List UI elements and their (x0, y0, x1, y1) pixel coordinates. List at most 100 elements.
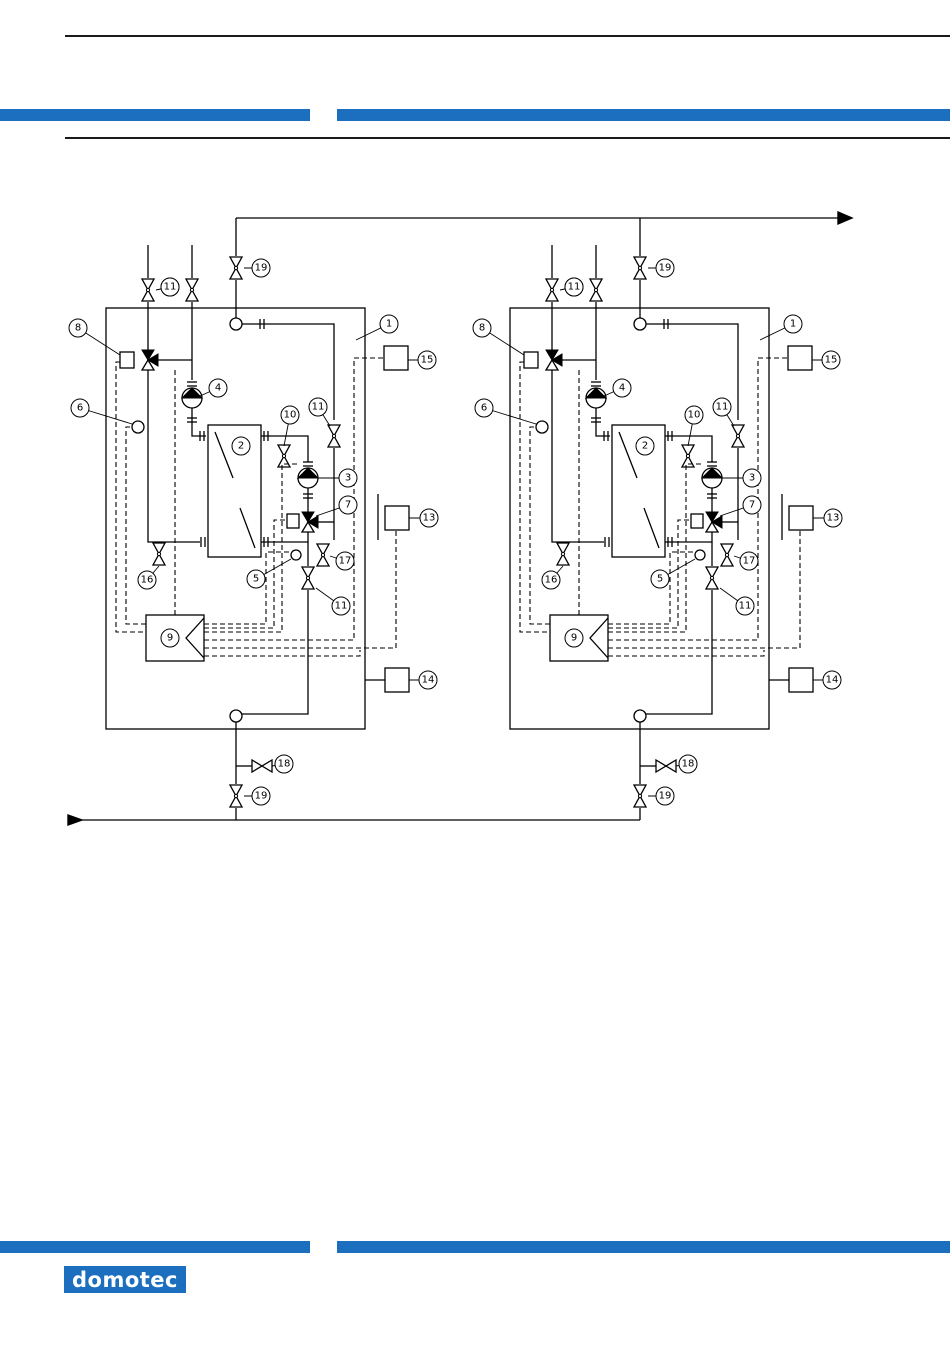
pump-impeller-icon (702, 468, 722, 478)
control-wire (608, 464, 702, 632)
callout-label: 7 (749, 500, 755, 511)
valve-stem-icon (710, 576, 713, 579)
safety-valve-icon (656, 760, 676, 772)
hx-diagonal (619, 432, 637, 478)
callout-label: 14 (826, 675, 839, 686)
callout-label: 18 (278, 759, 291, 770)
supply-port-icon (634, 318, 646, 330)
control-wire (608, 650, 764, 656)
callout-label: 19 (659, 263, 672, 274)
control-wire (530, 427, 550, 624)
callout-label: 19 (255, 263, 268, 274)
callout-label: 11 (335, 601, 348, 612)
module-box (384, 346, 408, 370)
return-port-icon (634, 710, 646, 722)
actuator-icon (287, 514, 299, 528)
flow-arrow-in-icon (68, 815, 82, 825)
temperature-sensor-icon (132, 421, 144, 433)
heat-pump-unit-right: 12345678910111111111314151617181919 (473, 218, 842, 820)
temperature-sensor-icon (536, 421, 548, 433)
valve-stem-icon (321, 553, 324, 556)
callout-label: 14 (422, 675, 435, 686)
shared-manifold (68, 212, 852, 825)
control-wire (116, 362, 146, 632)
heat-pump-unit-left: 12345678910111111111314151617181919 (69, 218, 438, 820)
callout-label: 6 (77, 403, 83, 414)
valve-stem-icon (638, 266, 641, 269)
callout-label: 4 (215, 383, 221, 394)
actuator-icon (120, 352, 134, 368)
callout-label: 19 (659, 791, 672, 802)
control-wire (204, 358, 384, 640)
pump-impeller-icon (298, 468, 318, 478)
callout-label: 16 (545, 575, 558, 586)
callout-label: 8 (479, 323, 485, 334)
pump-impeller-icon (182, 388, 202, 398)
valve-stem-icon (736, 434, 739, 437)
unit-enclosure (510, 308, 769, 729)
control-wire (204, 552, 290, 624)
valve-stem-icon (725, 553, 728, 556)
valve-stem-icon (638, 794, 641, 797)
control-wire (608, 552, 694, 624)
valve-stem-icon (306, 576, 309, 579)
control-wire (126, 427, 146, 624)
valve-stem-icon (594, 288, 597, 291)
callout-label: 16 (141, 575, 154, 586)
control-wire (608, 520, 691, 628)
valve-stem-icon (234, 794, 237, 797)
callout-label: 15 (825, 355, 838, 366)
supply-port-icon (230, 318, 242, 330)
callout-label: 3 (345, 473, 351, 484)
callout-label: 15 (421, 355, 434, 366)
controller-symbol-icon (186, 618, 204, 658)
callout-label: 8 (75, 323, 81, 334)
callout-label: 1 (790, 319, 796, 330)
safety-valve-icon (252, 760, 272, 772)
callout-label: 11 (312, 402, 325, 413)
valve-stem-icon (561, 552, 564, 555)
callout-label: 11 (716, 402, 729, 413)
control-wire (204, 650, 360, 656)
callout-label: 5 (657, 574, 663, 585)
callout-label: 11 (568, 282, 581, 293)
module-box (385, 506, 409, 530)
callout-label: 10 (284, 410, 297, 421)
callout-label: 6 (481, 403, 487, 414)
actuator-icon (524, 352, 538, 368)
control-wire (204, 464, 298, 632)
valve-stem-icon (550, 288, 553, 291)
control-wire (204, 530, 396, 648)
footer-band-left (0, 1241, 310, 1253)
pump-impeller-icon (586, 388, 606, 398)
pipe-line (242, 590, 308, 714)
actuator-icon (691, 514, 703, 528)
callout-label: 7 (345, 500, 351, 511)
control-wire (608, 530, 800, 648)
callout-label: 5 (253, 574, 259, 585)
valve-stem-icon (234, 266, 237, 269)
callout-label: 17 (743, 556, 756, 567)
callout-label: 4 (619, 383, 625, 394)
hx-diagonal (240, 508, 255, 548)
domotec-logo: domotec (64, 1266, 186, 1293)
valve-stem-icon (146, 288, 149, 291)
control-wire (608, 358, 788, 640)
callout-label: 10 (688, 410, 701, 421)
valve-stem-icon (157, 552, 160, 555)
hx-diagonal (644, 508, 659, 548)
pipe-line (646, 590, 712, 714)
module-box (789, 668, 813, 692)
callout-label: 1 (386, 319, 392, 330)
control-wire (204, 520, 287, 628)
callout-label: 11 (739, 601, 752, 612)
callout-label: 11 (164, 282, 177, 293)
callout-label: 2 (238, 441, 244, 452)
module-box (789, 506, 813, 530)
callout-label: 9 (167, 633, 173, 644)
module-box (385, 668, 409, 692)
return-port-icon (230, 710, 242, 722)
hx-diagonal (215, 432, 233, 478)
callout-label: 13 (423, 513, 436, 524)
